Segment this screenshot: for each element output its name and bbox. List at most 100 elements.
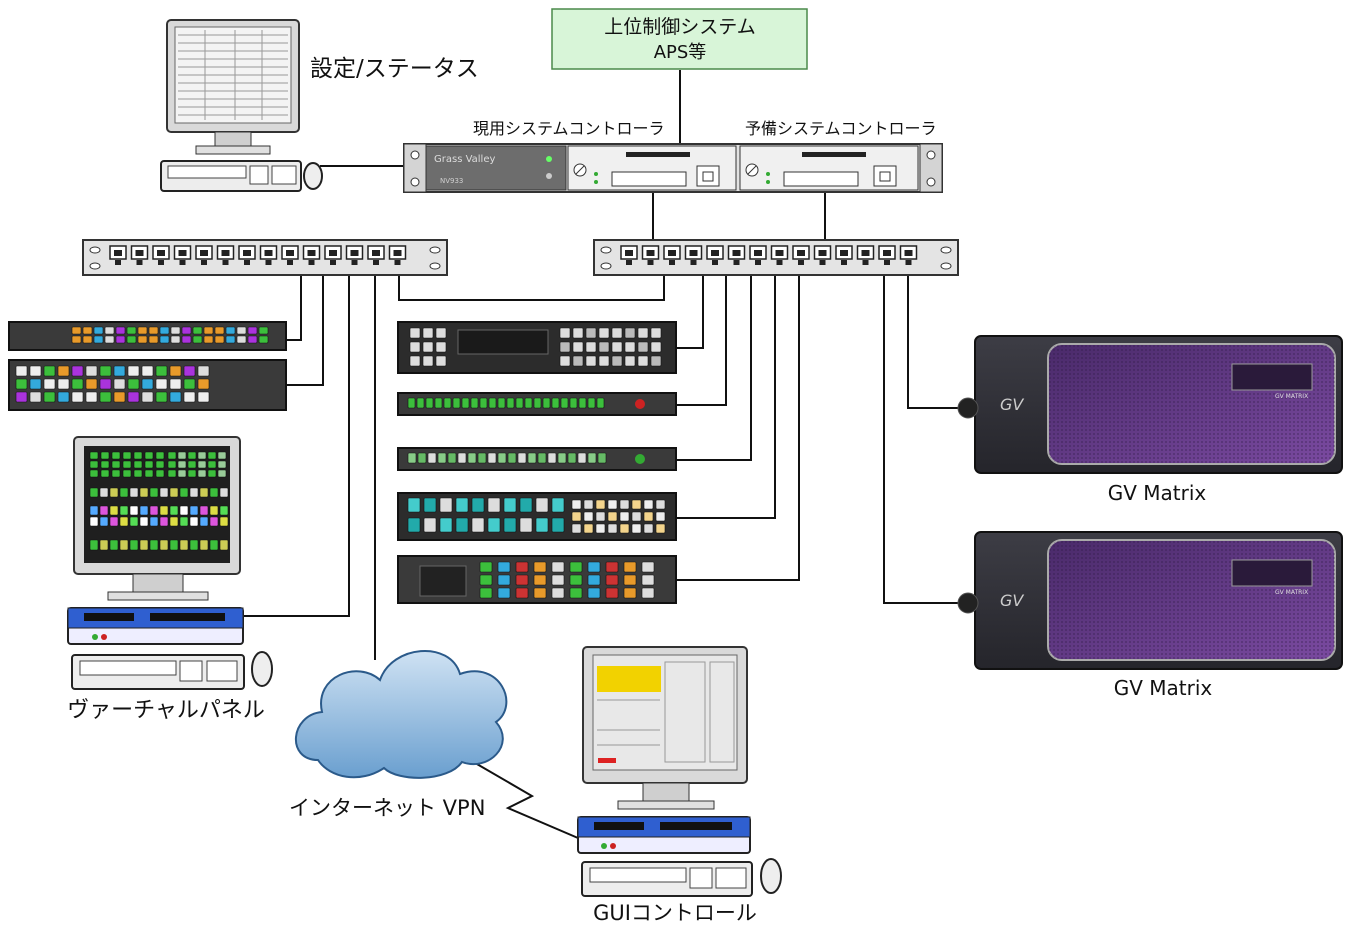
screen-button <box>99 505 109 516</box>
panel-button <box>497 452 507 464</box>
screen-button <box>217 469 227 478</box>
ethernet-port <box>878 245 896 265</box>
screen-button <box>89 451 99 460</box>
screen-button <box>99 487 109 498</box>
panel-button <box>104 326 115 335</box>
screen-button <box>119 487 129 498</box>
panel-button <box>535 517 549 533</box>
controller-chassis: Grass Valley NV933 <box>403 143 943 193</box>
screen-button <box>189 487 199 498</box>
screen-button <box>209 539 219 551</box>
screen-button <box>197 469 207 478</box>
screen-button <box>187 469 197 478</box>
panel-button <box>425 397 434 409</box>
panel-button <box>624 355 636 367</box>
panel-button <box>99 378 112 390</box>
panel-button <box>141 391 154 403</box>
panel-button <box>623 587 637 599</box>
panel-button <box>605 574 619 586</box>
panel-button <box>439 497 453 513</box>
ethernet-port <box>770 245 789 265</box>
matrix-1-badge: GV MATRIX <box>1275 393 1308 400</box>
panel-button <box>569 561 583 573</box>
panel-button <box>409 327 421 339</box>
top-control-system: 上位制御システム APS等 <box>551 8 808 70</box>
panel-button <box>159 326 170 335</box>
panel-button <box>99 365 112 377</box>
panel-button <box>43 365 56 377</box>
panel-button <box>126 326 137 335</box>
panel-button <box>423 517 437 533</box>
panel-button <box>559 341 571 353</box>
screen-button <box>199 505 209 516</box>
panel-button <box>247 335 258 344</box>
panel-button <box>422 341 434 353</box>
matrix-1-label: GV Matrix <box>1108 481 1207 505</box>
panel-button <box>497 397 506 409</box>
mouse-icon <box>251 651 273 687</box>
ethernet-port <box>130 245 149 265</box>
panel-button <box>225 326 236 335</box>
hardware-panel-center-3 <box>397 447 677 471</box>
screen-button <box>159 505 169 516</box>
panel-button <box>435 355 447 367</box>
panel-button <box>587 574 601 586</box>
screen-button <box>169 487 179 498</box>
panel-button <box>595 511 606 522</box>
panel-button <box>547 452 557 464</box>
panel-button <box>113 391 126 403</box>
screen-button <box>177 451 187 460</box>
panel-button <box>141 365 154 377</box>
panel-button <box>417 452 427 464</box>
ethernet-port <box>324 245 342 265</box>
panel-button <box>650 355 662 367</box>
panel-button <box>479 587 493 599</box>
panel-button <box>571 499 582 510</box>
panel-button <box>598 327 610 339</box>
panel-button <box>225 335 236 344</box>
panel-button <box>611 341 623 353</box>
panel-button <box>183 378 196 390</box>
panel-button <box>29 365 42 377</box>
panel-button <box>587 452 597 464</box>
panel-button <box>655 499 666 510</box>
panel-button <box>515 397 524 409</box>
panel-button <box>551 561 565 573</box>
screen-button <box>119 505 129 516</box>
panel-button <box>507 452 517 464</box>
hardware-panel-left-1 <box>8 321 287 351</box>
screen-button <box>197 460 207 469</box>
settings-pc <box>160 19 323 192</box>
screen-button <box>207 451 217 460</box>
ethernet-port <box>238 245 256 265</box>
panel-button <box>650 341 662 353</box>
screen-button <box>111 460 121 469</box>
panel-button <box>578 397 587 409</box>
screen-button <box>187 451 197 460</box>
ethernet-port <box>109 245 127 265</box>
screen-button <box>99 516 109 527</box>
screen-button <box>169 516 179 527</box>
screen-button <box>109 516 119 527</box>
screen-button <box>179 487 189 498</box>
screen-button <box>89 487 99 498</box>
panel-button <box>258 335 269 344</box>
screen-button <box>219 516 229 527</box>
panel-button <box>557 452 567 464</box>
ethernet-port <box>706 245 724 265</box>
panel-button <box>57 365 70 377</box>
panel-button <box>467 452 477 464</box>
gv-logo: GV <box>1000 395 1024 414</box>
top-system-title: 上位制御システム <box>604 16 755 38</box>
panel-button <box>637 341 649 353</box>
controller-brand: Grass Valley <box>434 154 495 165</box>
panel-button <box>85 391 98 403</box>
panel-button <box>422 327 434 339</box>
screen-button <box>139 516 149 527</box>
ethernet-port <box>388 245 407 265</box>
panel-button <box>471 517 485 533</box>
panel-button <box>479 574 493 586</box>
panel-button <box>585 355 597 367</box>
gui-control-pc <box>577 646 782 897</box>
